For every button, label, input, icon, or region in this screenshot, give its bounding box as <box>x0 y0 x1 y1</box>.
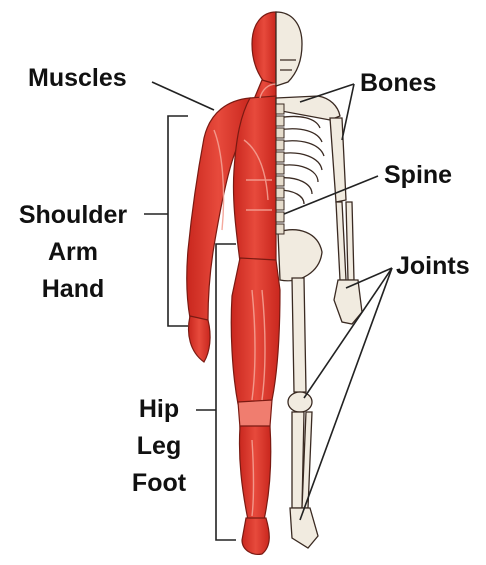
label-hand: Hand <box>4 277 142 302</box>
muscular-half <box>187 12 280 554</box>
label-spine: Spine <box>384 163 452 188</box>
label-foot: Foot <box>124 471 194 496</box>
label-shoulder: Shoulder <box>4 203 142 228</box>
rib-cage <box>278 116 324 204</box>
spine <box>276 104 284 234</box>
label-arm: Arm <box>4 240 142 265</box>
label-hip: Hip <box>124 397 194 422</box>
label-leg: Leg <box>124 434 194 459</box>
label-muscles: Muscles <box>28 66 127 91</box>
label-bones: Bones <box>360 71 436 96</box>
label-joints: Joints <box>396 254 470 279</box>
